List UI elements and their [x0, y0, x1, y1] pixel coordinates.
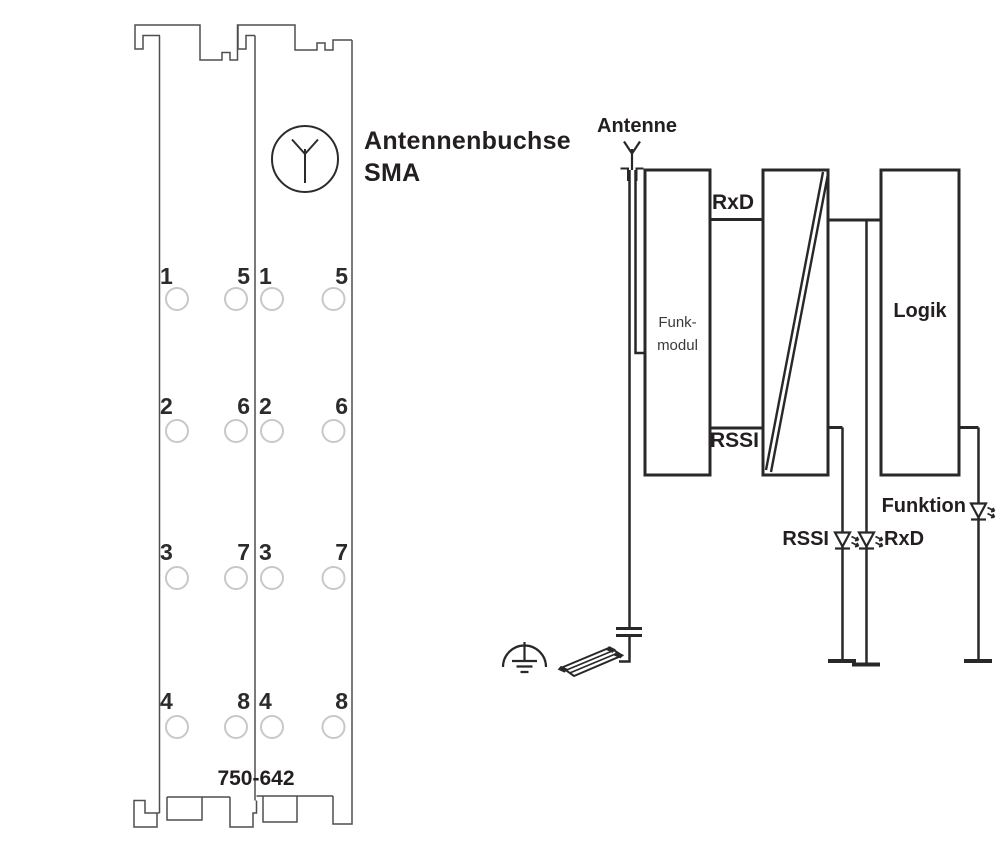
ground-wire: [619, 635, 631, 663]
terminal-bars: [828, 659, 992, 667]
pin-label: 3: [259, 539, 272, 565]
module-top-profile: [134, 24, 352, 61]
pin-label: 1: [259, 263, 272, 289]
pin-label: 6: [237, 393, 250, 419]
pin-label: 5: [335, 263, 348, 289]
pin-label: 2: [259, 393, 272, 419]
din-rail-icon: [557, 646, 625, 678]
rssi-signal-label: RSSI: [710, 429, 760, 452]
pin-label: 8: [237, 688, 250, 714]
module-bottom-foot-center: [229, 797, 258, 828]
pin-label: 3: [160, 539, 173, 565]
rxd-signal-label: RxD: [712, 191, 755, 214]
block-diagram-lines: [501, 140, 996, 678]
pin-label: 7: [335, 539, 348, 565]
rssi-led-icon: [833, 531, 860, 550]
logic-block-label: Logik: [893, 300, 947, 322]
pin-label: 5: [237, 263, 250, 289]
antenna-label: Antenne: [597, 115, 677, 137]
funktion-led-icon: [969, 502, 996, 521]
radio-module-label: Funk- modul: [645, 311, 710, 357]
pin-label: 8: [335, 688, 348, 714]
module-bottom-block-right: [262, 796, 298, 823]
part-number-label: 750-642: [217, 767, 295, 790]
coax-inner-line: [634, 170, 645, 355]
rssi-led-label: RSSI: [782, 528, 829, 550]
pin-label: 4: [259, 688, 272, 714]
pin-label: 4: [160, 688, 173, 714]
module-top-latch-groove: [237, 25, 255, 50]
logic-block: [879, 168, 961, 477]
antenna-socket-label-line1: Antennenbuchse: [364, 127, 571, 155]
pin-label: 1: [160, 263, 173, 289]
antenna-connector-icon: [620, 167, 644, 181]
isolation-slash-icon: [764, 171, 830, 473]
antenna-icon: [623, 140, 641, 170]
pin-label: 7: [237, 539, 250, 565]
pin-label: 2: [160, 393, 173, 419]
module-bottom-foot-left: [133, 799, 160, 828]
pin-label: 6: [335, 393, 348, 419]
rxd-led-label: RxD: [884, 528, 925, 550]
ground-icon: [501, 642, 548, 674]
module-contact-circles: [165, 287, 346, 739]
radio-module-label-line1: Funk-: [658, 314, 697, 331]
radio-module-block: [643, 168, 712, 477]
sma-socket-icon: [271, 125, 339, 193]
module-bottom-block-left: [166, 797, 203, 821]
radio-module-label-line2: modul: [657, 337, 698, 354]
antenna-socket-label-line2: SMA: [364, 159, 421, 187]
module-bottom-foot-right: [332, 796, 353, 825]
capacitor-icon: [616, 627, 642, 637]
rxd-led-icon: [857, 531, 884, 550]
funktion-led-label: Funktion: [881, 495, 966, 517]
module-housing-outline: [133, 24, 353, 828]
